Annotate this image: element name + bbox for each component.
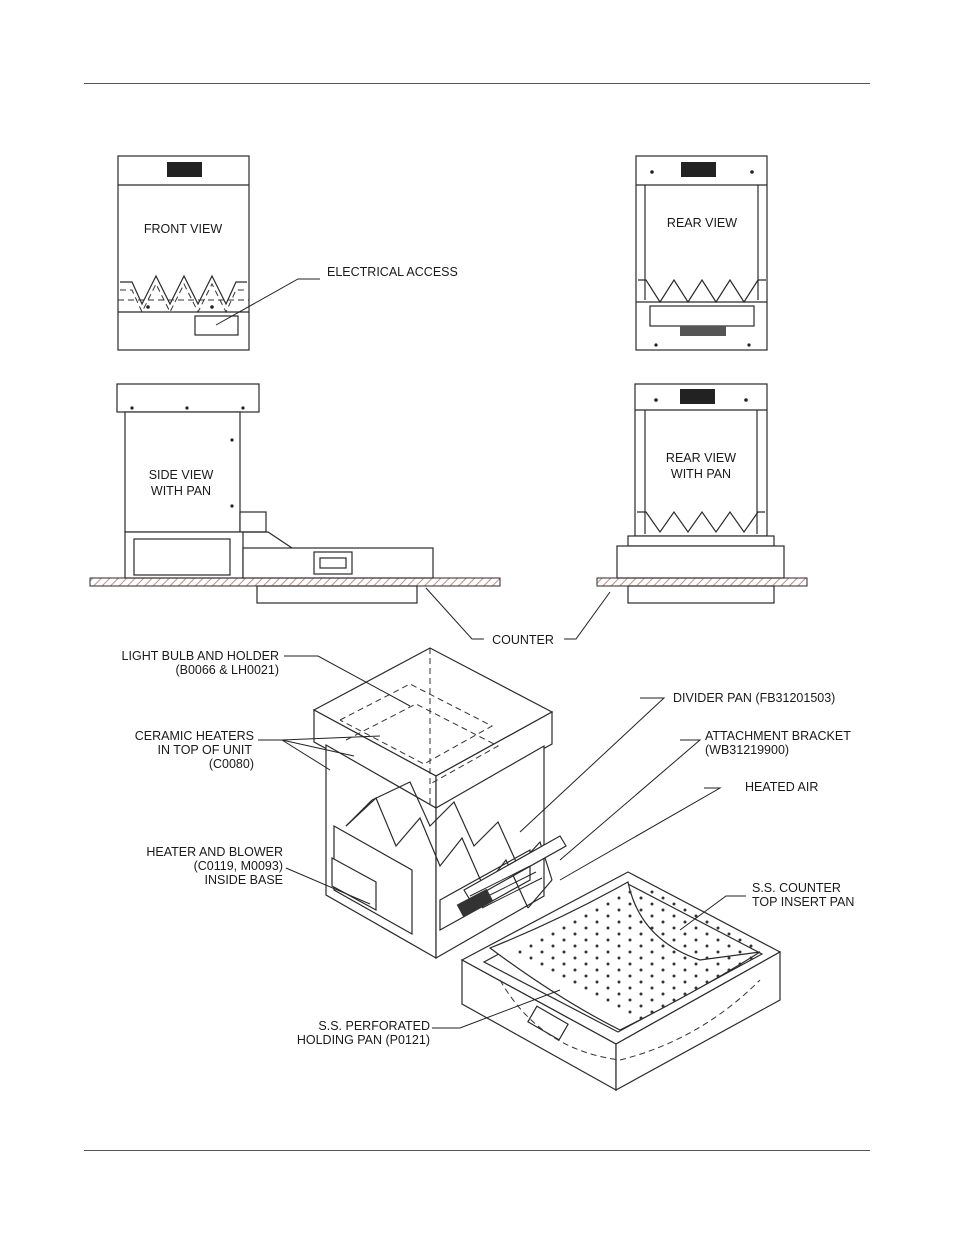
ceramic-heaters-label-line1: CERAMIC HEATERS [135,729,254,743]
front-view-drawing [117,155,250,351]
perforated-pan-label-line2: HOLDING PAN (P0121) [297,1033,430,1047]
logo-badge-icon [680,389,715,404]
front-view-label: FRONT VIEW [144,222,222,236]
divider-pan-label: DIVIDER PAN (FB31201503) [673,691,835,705]
pan-handle [527,1005,569,1041]
heater-blower-label-line2: (C0119, M0093) [194,859,283,873]
side-view-label-line2: WITH PAN [151,484,211,498]
attachment-bracket-label-line2: (WB31219900) [705,743,789,757]
perforated-pan-label-line1: S.S. PERFORATED [318,1019,430,1033]
rear-view-pan-label-line2: WITH PAN [671,467,731,481]
attachment-bracket-label-line1: ATTACHMENT BRACKET [705,729,851,743]
isometric-unit-drawing [312,647,567,960]
side-view-label-line1: SIDE VIEW [149,468,214,482]
rear-view-label: REAR VIEW [667,216,737,230]
rear-view-pan-label-line1: REAR VIEW [666,451,736,465]
counter-pan-label-line2: TOP INSERT PAN [752,895,854,909]
electrical-access-label: ELECTRICAL ACCESS [327,265,458,279]
heated-air-label: HEATED AIR [745,780,818,794]
counter-label: COUNTER [492,633,554,647]
light-bulb-label-line1: LIGHT BULB AND HOLDER [122,649,279,663]
ceramic-heaters-label-line3: (C0080) [209,757,254,771]
light-bulb-label-line2: (B0066 & LH0021) [175,663,279,677]
counter-section-left [89,577,501,587]
logo-badge-icon [167,162,202,177]
side-view-drawing [116,383,434,604]
rear-view-drawing [635,155,768,351]
logo-badge-icon [681,162,716,177]
vent-grille [680,326,726,336]
footer-rule [84,1150,870,1151]
ceramic-heaters-label-line2: IN TOP OF UNIT [158,743,253,757]
rear-view-with-pan-drawing [616,383,785,604]
perforations [518,890,753,1020]
heater-blower-label-line1: HEATER AND BLOWER [146,845,283,859]
electrical-access-panel [194,315,239,336]
heater-blower-label-line3: INSIDE BASE [205,873,284,887]
counter-pan-label-line1: S.S. COUNTER [752,881,841,895]
counter-section-right [596,577,808,587]
header-rule [84,83,870,84]
